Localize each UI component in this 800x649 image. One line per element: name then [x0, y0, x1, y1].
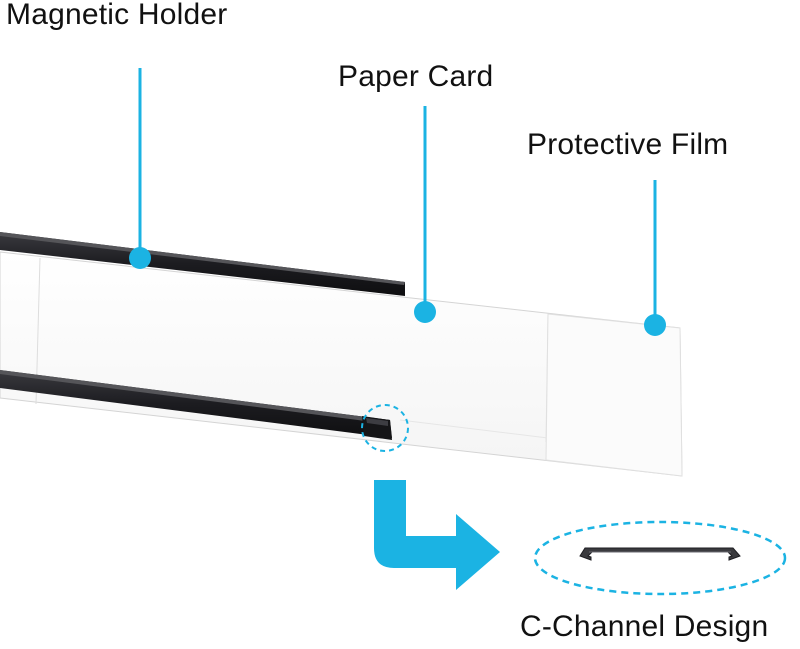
callout-lines	[138, 68, 657, 325]
top-magnetic-holder	[0, 232, 405, 296]
label-c-channel-design: C-Channel Design	[520, 610, 769, 643]
c-channel-profile-icon	[579, 547, 741, 561]
c-channel-profile-ellipse	[533, 520, 787, 596]
c-channel-highlight-circle	[361, 404, 409, 452]
label-paper-card: Paper Card	[338, 60, 494, 93]
label-protective-film: Protective Film	[527, 128, 729, 161]
callout-dots	[129, 247, 666, 336]
dot-magnetic-holder	[129, 247, 151, 269]
dot-protective-film	[644, 314, 666, 336]
protective-film	[545, 313, 683, 477]
bent-arrow-icon	[374, 480, 500, 590]
bottom-magnetic-holder	[0, 370, 392, 440]
label-magnetic-holder: Magnetic Holder	[6, 0, 228, 31]
dot-paper-card	[414, 301, 436, 323]
